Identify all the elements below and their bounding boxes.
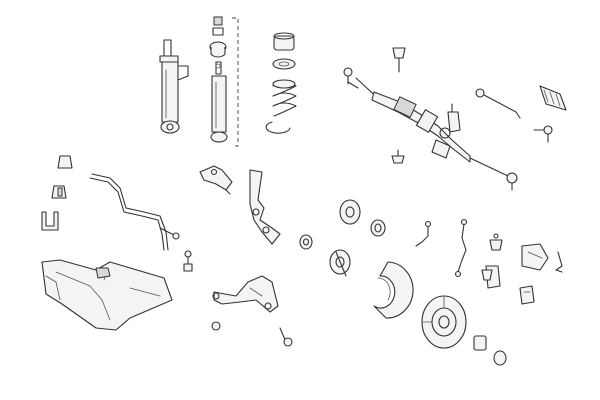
brake-spring-clip bbox=[555, 251, 563, 273]
brake-shield bbox=[373, 261, 414, 319]
ball-joint bbox=[211, 321, 293, 347]
strut-mount-kit bbox=[209, 16, 227, 58]
shock-absorber-right bbox=[210, 61, 228, 143]
stabilizer-bushings bbox=[41, 155, 73, 231]
assembly-bracket-line bbox=[232, 17, 239, 147]
hub-bearing-ring bbox=[370, 219, 386, 237]
brake-disc bbox=[421, 295, 467, 349]
shock-absorber-left bbox=[159, 39, 189, 134]
wheel-hub-upper bbox=[339, 199, 361, 225]
tie-rod-end-right bbox=[533, 125, 553, 143]
tie-rod bbox=[475, 88, 521, 119]
brake-sensor-clip-1 bbox=[489, 233, 503, 251]
upper-control-arm bbox=[199, 165, 233, 195]
coil-spring-kit bbox=[265, 32, 297, 134]
wheel-hub bbox=[329, 249, 351, 277]
tie-rod-end-left bbox=[343, 67, 359, 89]
stabilizer-link bbox=[183, 250, 193, 272]
steering-boot bbox=[539, 85, 567, 111]
brake-hose-2 bbox=[454, 218, 468, 278]
stabilizer-bar bbox=[89, 173, 180, 251]
brake-sensor-clip-3 bbox=[481, 269, 493, 281]
disc-mount-ring bbox=[473, 335, 507, 366]
steering-knuckle bbox=[249, 169, 281, 245]
brake-caliper bbox=[521, 243, 549, 271]
brake-pads bbox=[519, 285, 535, 305]
subframe bbox=[41, 259, 173, 331]
brake-hose-1 bbox=[415, 220, 432, 247]
wheel-bearing bbox=[299, 234, 313, 250]
steering-rack bbox=[355, 47, 518, 191]
lower-control-arm bbox=[212, 275, 279, 313]
